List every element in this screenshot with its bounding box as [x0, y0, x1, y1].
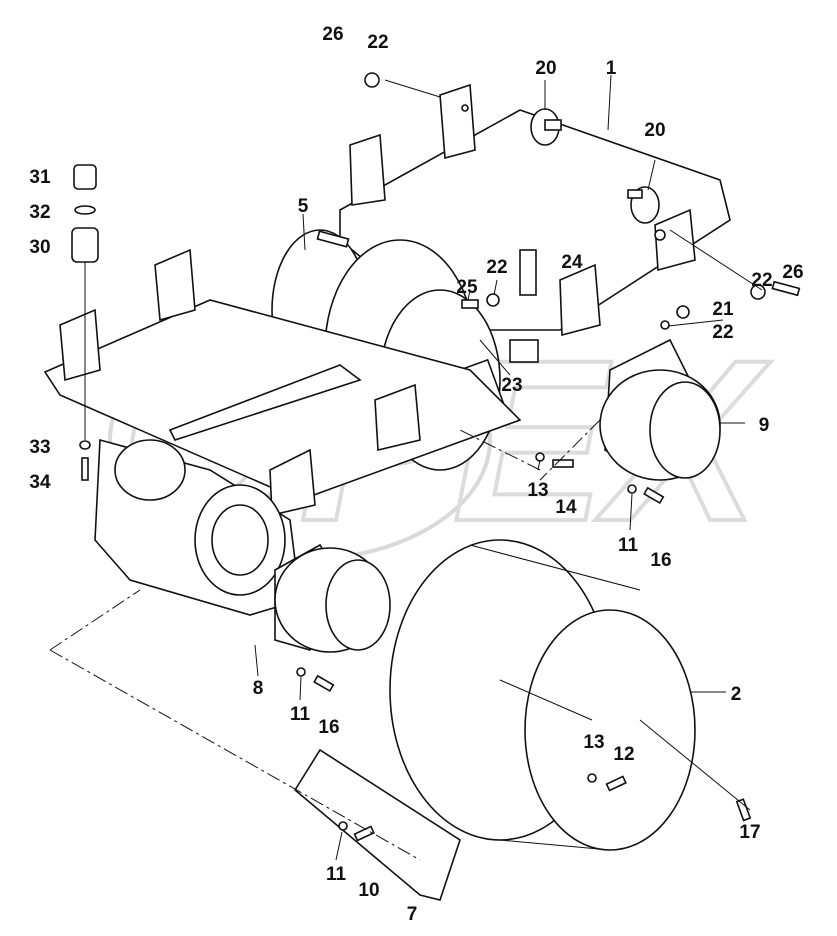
callout-label: 31	[29, 167, 51, 188]
callout-label: 21	[712, 299, 734, 320]
callout-label: 24	[561, 252, 583, 273]
drive-motor	[599, 338, 721, 481]
callout-label: 16	[318, 717, 339, 738]
drive-motor	[274, 543, 391, 653]
callout-label: 13	[583, 732, 604, 753]
scraper	[293, 748, 461, 901]
callout-label: 14	[555, 497, 577, 518]
callout-label: 26	[322, 24, 343, 45]
callout-label: 32	[29, 202, 50, 223]
callout-label: 1	[606, 58, 617, 79]
callout-label: 25	[456, 277, 478, 298]
leader-lines	[49, 74, 763, 861]
padfoot-drum	[389, 539, 696, 851]
callout-label: 22	[367, 32, 388, 53]
callout-label: 20	[644, 120, 665, 141]
callout-label: 11	[326, 864, 347, 885]
callout-label: 8	[253, 678, 264, 699]
callout-label: 22	[712, 322, 733, 343]
callout-label: 13	[527, 480, 548, 501]
callout-label: 11	[290, 704, 311, 725]
callout-label: 9	[759, 415, 770, 436]
callout-label: 23	[501, 375, 522, 396]
callout-label: 16	[650, 550, 671, 571]
rubber-mount	[627, 186, 660, 224]
callout-label: 20	[535, 58, 556, 79]
callout-label: 10	[358, 880, 379, 901]
callout-label: 11	[618, 535, 639, 556]
callout-label: 33	[29, 437, 50, 458]
lower-frame	[43, 248, 522, 616]
callout-label: 17	[739, 822, 760, 843]
callout-label: 30	[29, 237, 50, 258]
callout-label: 26	[782, 262, 803, 283]
hardware	[71, 72, 801, 842]
callout-label: 2	[731, 684, 742, 705]
callout-label: 22	[486, 257, 507, 278]
callout-label: 12	[613, 744, 634, 765]
callout-label: 5	[298, 196, 309, 217]
callout-label: 22	[751, 270, 772, 291]
callout-label: 34	[29, 472, 51, 493]
callout-label: 7	[407, 904, 418, 925]
